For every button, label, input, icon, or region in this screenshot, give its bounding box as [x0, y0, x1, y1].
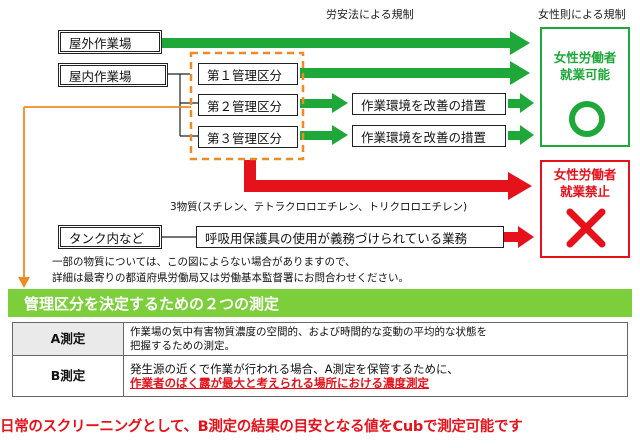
- allowed-line2: 就業可能: [559, 67, 610, 82]
- tank-workplace-box: タンク内など: [58, 225, 162, 249]
- a-measurement-label: A測定: [12, 322, 124, 356]
- b-desc-line1: 発生源の近くで作業が行われる場合、A測定を保管するために、: [130, 362, 459, 376]
- a-desc-line1: 作業場の気中有害物質濃度の空間的、および時間的な変動の平均的な状態を: [130, 326, 487, 338]
- outdoor-arrow-head: [510, 31, 530, 55]
- flow-arrows: [18, 31, 534, 288]
- indoor-workplace-box: 屋内作業場: [58, 63, 168, 87]
- women-regulation-header: 女性則による規制: [538, 8, 626, 21]
- cross-icon: [566, 208, 606, 248]
- bottom-statement: 日常のスクリーニングとして、B測定の結果の目安となる値をCubで測定可能です: [0, 419, 523, 435]
- a-desc-line2: 把握するための測定。: [130, 340, 235, 352]
- b-measurement-label: B測定: [12, 355, 124, 397]
- table-row: A測定 作業場の気中有害物質濃度の空間的、および時間的な変動の平均的な状態を 把…: [12, 322, 628, 356]
- circle-icon: [569, 101, 605, 137]
- note-line2: 詳細は最寄りの都道府県労働局又は労働基本監督署にお問合わせください。: [52, 272, 409, 284]
- law-regulation-header: 労安法による規制: [326, 8, 414, 21]
- improvement-measure-box-class2: 作業環境を改善の措置: [352, 93, 506, 115]
- measurement-table: A測定 作業場の気中有害物質濃度の空間的、および時間的な変動の平均的な状態を 把…: [12, 322, 628, 397]
- outdoor-arrow: [160, 38, 510, 48]
- note-line1: 一部の物質については、この図によらない場合がありますので、: [52, 256, 356, 268]
- outdoor-workplace-box: 屋外作業場: [58, 30, 162, 54]
- women-allowed-box: 女性労働者 就業可能: [540, 27, 630, 147]
- a-measurement-desc: 作業場の気中有害物質濃度の空間的、および時間的な変動の平均的な状態を 把握するた…: [123, 322, 628, 356]
- respirator-duty-label: 呼吸用保護具の使用が義務づけられている業務: [205, 230, 468, 246]
- class1-label: 第１管理区分: [207, 67, 283, 83]
- improvement-measure-label: 作業環境を改善の措置: [361, 97, 487, 113]
- class2-label: 第２管理区分: [207, 98, 283, 114]
- class2-box: 第２管理区分: [198, 94, 298, 116]
- b-measurement-desc: 発生源の近くで作業が行われる場合、A測定を保管するために、 作業者のばく露が最大…: [123, 355, 628, 397]
- tank-workplace-label: タンク内など: [69, 230, 145, 246]
- improvement-measure-label: 作業環境を改善の措置: [361, 129, 487, 145]
- prohibited-line2: 就業禁止: [559, 184, 610, 199]
- respirator-duty-box: 呼吸用保護具の使用が義務づけられている業務: [196, 226, 504, 248]
- prohibited-line1: 女性労働者: [553, 167, 617, 182]
- allowed-line1: 女性労働者: [553, 50, 617, 65]
- class1-box: 第１管理区分: [198, 63, 298, 85]
- prohibited-arrow: [244, 180, 510, 192]
- class3-label: 第３管理区分: [207, 130, 283, 146]
- section-title-text: 管理区分を決定するための２つの測定: [24, 294, 280, 313]
- improvement-measure-box-class3: 作業環境を改善の措置: [352, 125, 506, 147]
- table-row: B測定 発生源の近くで作業が行われる場合、A測定を保管するために、 作業者のばく…: [12, 355, 628, 397]
- women-prohibited-box: 女性労働者 就業禁止: [540, 160, 630, 258]
- prohibited-arrow-vertical: [244, 160, 256, 186]
- three-substances-note: 3物質(スチレン、テトラクロロエチレン、トリクロロエチレン): [170, 201, 468, 213]
- section-title: 管理区分を決定するための２つの測定: [8, 289, 632, 317]
- class3-box: 第３管理区分: [198, 126, 298, 148]
- indoor-workplace-label: 屋内作業場: [69, 68, 132, 84]
- outdoor-workplace-label: 屋外作業場: [69, 35, 132, 51]
- class1-arrow: [300, 68, 510, 78]
- b-desc-highlight: 作業者のばく露が最大と考えられる場所における濃度測定: [130, 376, 429, 390]
